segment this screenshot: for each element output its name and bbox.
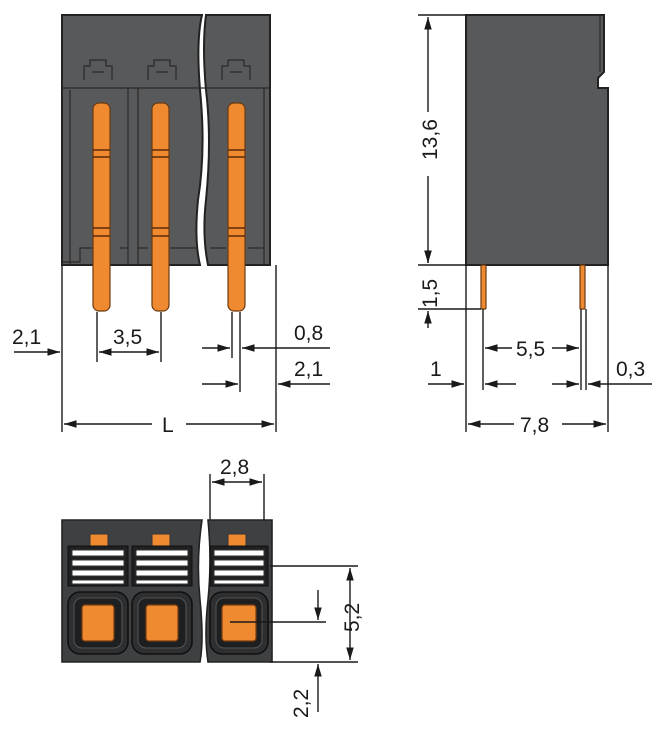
push-button-1 <box>67 591 129 655</box>
dim-top-pitch-label: 2,8 <box>220 456 249 479</box>
front-view: 2,1 3,5 0,8 2,1 L <box>12 14 330 437</box>
side-view: 13,6 1,5 5,5 1 0,3 7,8 <box>418 14 652 437</box>
dim-offset-label: 1 <box>430 358 442 381</box>
dim-height-label: 13,6 <box>419 119 442 160</box>
dim-edge-right-label: 2,1 <box>294 358 323 381</box>
dim-edge-label: 2,1 <box>12 326 41 349</box>
top-slats-2 <box>131 545 193 587</box>
dim-length-label: L <box>162 414 174 437</box>
front-latch-3 <box>221 59 251 80</box>
dim-pin-thickness-label: 0,3 <box>616 358 645 381</box>
top-slats-3 <box>209 545 269 587</box>
front-pin-3 <box>227 102 246 312</box>
front-pin-2 <box>151 102 170 312</box>
side-housing <box>465 14 609 266</box>
dim-top-offset-label: 2,2 <box>290 689 313 718</box>
front-latch-2 <box>147 59 177 80</box>
dim-top-height-label: 5,2 <box>341 603 364 632</box>
dim-pin-length-label: 1,5 <box>419 279 442 308</box>
push-button-3 <box>209 591 269 655</box>
front-pin-1 <box>92 102 111 312</box>
side-pin-left <box>480 264 487 310</box>
top-slats-1 <box>67 545 129 587</box>
dim-pitch-label: 3,5 <box>113 326 142 349</box>
front-latch-1 <box>83 59 113 80</box>
top-tab-3 <box>227 533 247 547</box>
top-view: 2,8 5,2 2,2 <box>61 456 364 718</box>
dim-depth-label: 7,8 <box>520 414 549 437</box>
top-tab-2 <box>151 533 171 547</box>
dim-pin-width-label: 0,8 <box>294 322 323 345</box>
side-pin-right <box>579 264 586 310</box>
push-button-2 <box>131 591 193 655</box>
top-tab-1 <box>89 533 109 547</box>
dim-pin-spacing-label: 5,5 <box>516 338 545 361</box>
